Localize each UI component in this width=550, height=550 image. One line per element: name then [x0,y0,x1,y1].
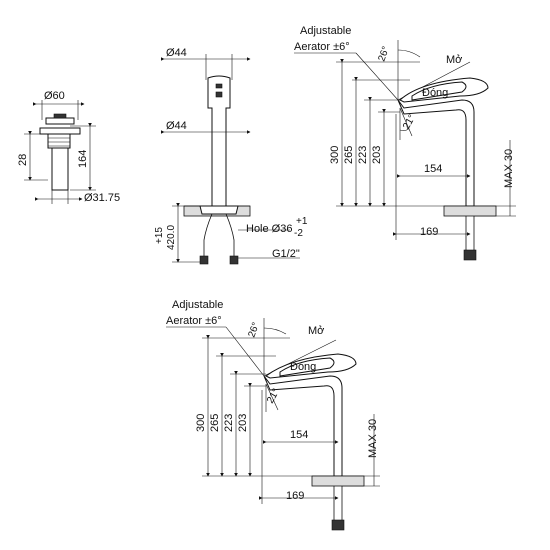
pt-angle-bottom: 21° [401,113,418,132]
pt-max30: MAX 30 [503,149,515,188]
pt-h265: 265 [343,146,355,164]
pb-max30: MAX 30 [367,419,379,458]
pt-close: Đóng [422,87,448,99]
pb-close: Đóng [290,361,316,373]
side-hole-minus: -2 [294,228,303,239]
side-hole-main: Hole Ø36 [246,223,292,235]
drain-height-a: 28 [17,154,29,166]
pt-reach154: 154 [424,163,442,175]
side-thread: G1/2" [272,248,300,260]
pt-open: Mở [446,54,462,66]
pb-reach154: 154 [290,429,308,441]
side-view-drawing: Ø44 Ø44 +15 420.0 Hole Ø36 +1 -2 G1/2" [154,47,308,265]
pt-aerator: Aerator ±6° [294,41,350,53]
drain-drawing: Ø60 28 164 Ø31.75 [17,90,120,204]
profile-top-drawing: Adjustable Aerator ±6° 26° Mở Đóng 21° 3… [294,25,516,261]
pb-h203: 203 [237,414,249,432]
pb-adjustable: Adjustable [172,299,223,311]
pb-h223: 223 [223,414,235,432]
pt-h223: 223 [357,146,369,164]
drain-dia-bottom: Ø31.75 [84,192,120,204]
drain-height-b: 164 [77,150,89,168]
pt-angle-top: 26° [376,45,392,63]
profile-bottom-drawing: Adjustable Aerator ±6° 26° Mở Đóng 21° 3… [166,299,380,531]
drain-dia-top: Ø60 [44,90,65,102]
pb-aerator: Aerator ±6° [166,315,222,327]
pb-h265: 265 [209,414,221,432]
pt-h203: 203 [371,146,383,164]
pt-reach169: 169 [420,226,438,238]
pb-angle-top: 26° [246,321,262,339]
side-dia-mid: Ø44 [166,120,187,132]
side-plus15: +15 [154,227,165,244]
pb-h300: 300 [195,414,207,432]
pb-open: Mở [308,325,324,337]
side-base-height: 420.0 [166,225,177,250]
side-hole-plus: +1 [296,216,308,227]
pb-reach169: 169 [286,490,304,502]
pt-h300: 300 [329,146,341,164]
pt-adjustable: Adjustable [300,25,351,37]
side-dia-top: Ø44 [166,47,187,59]
